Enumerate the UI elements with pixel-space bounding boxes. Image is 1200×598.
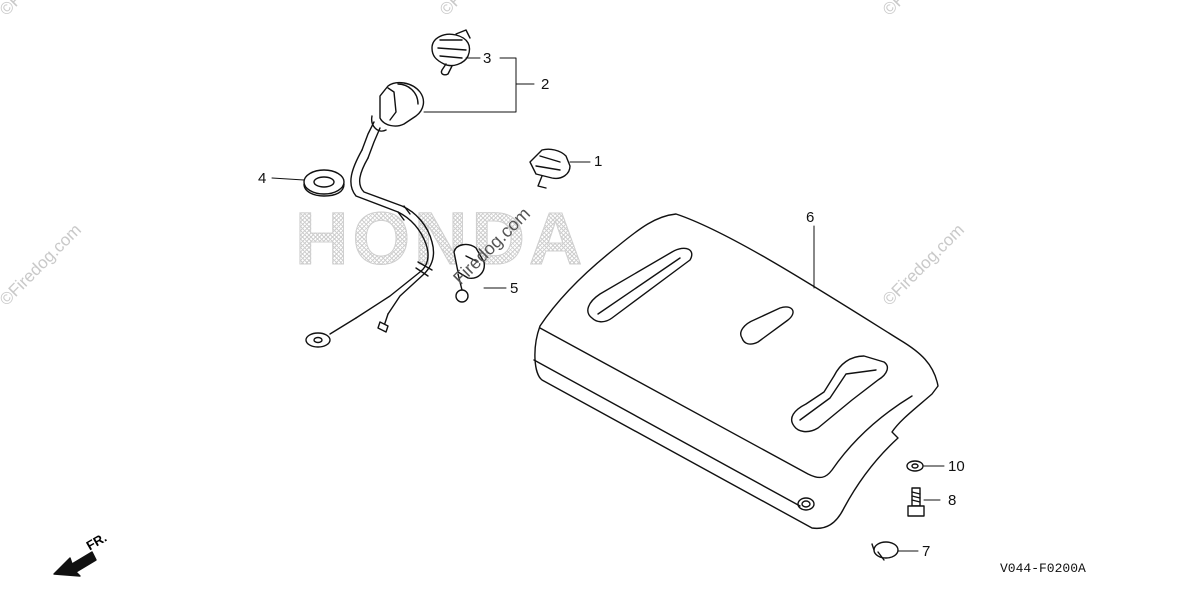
callout-part-3: 3 xyxy=(483,50,492,67)
grommet-icon xyxy=(303,169,345,197)
callout-part-7: 7 xyxy=(922,543,931,560)
clamp-icon xyxy=(453,243,485,303)
callout-part-5: 5 xyxy=(510,280,519,297)
leader-lines xyxy=(271,57,945,552)
washer-icon xyxy=(906,460,924,472)
callout-part-1: 1 xyxy=(594,153,603,170)
socket-housing-icon xyxy=(361,81,425,159)
callout-part-10: 10 xyxy=(948,458,965,475)
bolt-icon xyxy=(907,487,925,517)
callout-part-4: 4 xyxy=(258,170,267,187)
clip-icon xyxy=(529,148,571,189)
cover-panel-icon xyxy=(533,213,939,530)
screw-icon xyxy=(871,541,899,561)
callout-part-8: 8 xyxy=(948,492,957,509)
knob-cap-icon xyxy=(431,29,471,76)
diagram-code: V044-F0200A xyxy=(1000,561,1086,576)
callout-part-2: 2 xyxy=(541,76,550,93)
brand-watermark: HONDA xyxy=(294,196,587,281)
callout-part-6: 6 xyxy=(806,209,815,226)
front-arrow-icon xyxy=(53,551,97,577)
wire-harness-icon xyxy=(305,149,435,348)
